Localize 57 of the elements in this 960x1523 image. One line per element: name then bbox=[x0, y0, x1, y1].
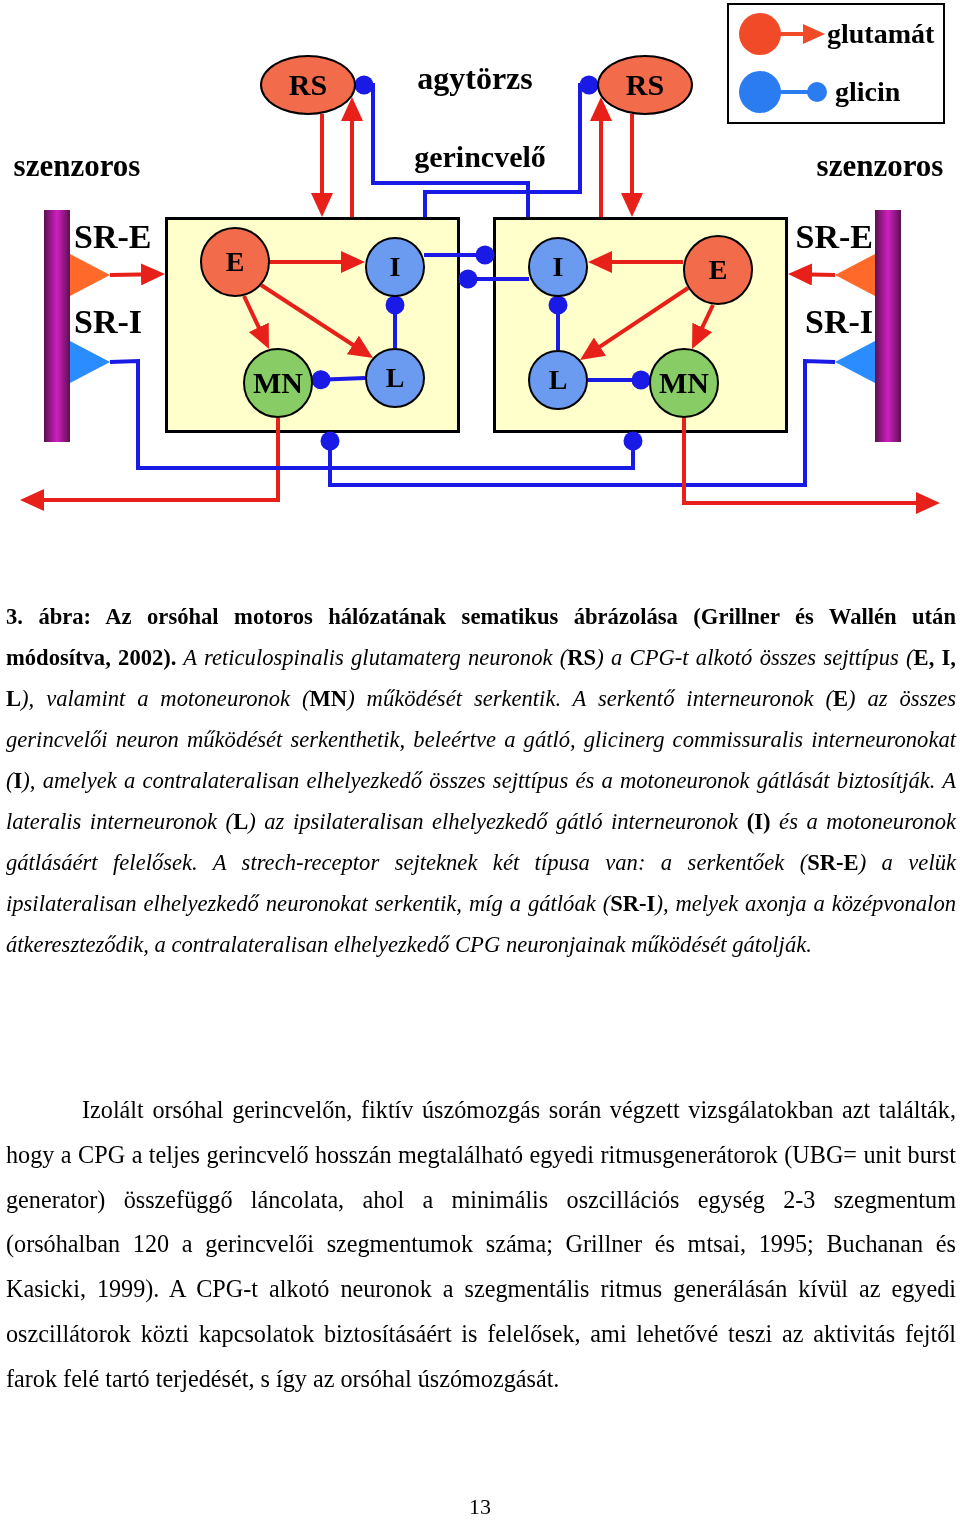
region-label: agytörzs bbox=[416, 60, 534, 97]
arrow bbox=[270, 251, 365, 273]
legend-label: glutamát bbox=[827, 18, 935, 50]
inhibitory-connection bbox=[458, 269, 529, 289]
sensor-bar bbox=[875, 210, 901, 442]
arrow bbox=[341, 97, 363, 217]
arrow bbox=[20, 418, 280, 511]
receptor-label: SR-I bbox=[74, 305, 143, 339]
arrow bbox=[590, 97, 612, 217]
neuron-label: I bbox=[552, 253, 564, 281]
neuron-label: E bbox=[708, 256, 728, 284]
neuron-label: E bbox=[225, 248, 245, 276]
arrow bbox=[621, 114, 643, 217]
inhibitory-connection bbox=[423, 75, 599, 217]
arrow bbox=[242, 295, 269, 349]
neuron-label: MN bbox=[253, 368, 303, 398]
neuron bbox=[260, 55, 356, 115]
arrow bbox=[788, 263, 836, 286]
arrow bbox=[259, 283, 373, 358]
page-number: 13 bbox=[468, 1494, 492, 1520]
neuron bbox=[597, 55, 693, 115]
region-label: gerincvelő bbox=[413, 140, 547, 174]
arrow bbox=[682, 418, 940, 514]
neuron-label: L bbox=[548, 366, 568, 394]
inhibitory-connection bbox=[354, 75, 530, 217]
inhibitory-connection bbox=[320, 358, 836, 487]
receptor-label: SR-E bbox=[74, 220, 152, 254]
arrow bbox=[109, 263, 165, 286]
arrow bbox=[692, 304, 715, 349]
legend-label: glicin bbox=[835, 76, 901, 108]
inhibitory-connection bbox=[109, 358, 643, 470]
inhibitory-connection bbox=[311, 370, 366, 390]
inhibitory-connection bbox=[588, 370, 651, 390]
arrow bbox=[588, 251, 683, 273]
neuron bbox=[365, 237, 425, 297]
neuron bbox=[365, 348, 425, 408]
figure-caption: 3. ábra: Az orsóhal motoros hálózatának sematikus ábrázolása (Grillner és Wallén után módosítva, 2002). A reticulospinalis glutamaterg neuronok (RS) a CPG-t alkotó összes sejttípus (E, I, L), valamint a motoneuronok (MN) működését serkentik. A serkentő interneuronok (E) az összes gerincvelői neuron működését serkenthetik, beleértve a gátló, glicinerg commissuralis interneuronokat (I), amelyek a contralateralisan elhelyezkedő összes sejttípus és a motoneuronok gátlását biztosítják. A lateralis interneuronok (L) az ipsilateralisan elhelyezkedő gátló interneuronok (I) és a motoneuronok gátlásáért felelősek. A strech-receptor sejteknek két típusa van: a serkentőek (SR-E) a velük ipsilateralisan elhelyezkedő neuronokat serkentik, míg a gátlóak (SR-I), melyek axonja a középvonalon átkereszteződik, a contralateralisan elhelyezkedő CPG neuronjainak működését gátolják. bbox=[6, 603, 956, 959]
neuron bbox=[528, 350, 588, 410]
region-label: szenzoros bbox=[815, 148, 945, 184]
inhibitory-connection bbox=[385, 295, 405, 348]
inhibitory-connection bbox=[424, 245, 495, 265]
sensor-bar bbox=[44, 210, 70, 442]
neuron bbox=[528, 237, 588, 297]
network-box bbox=[493, 217, 788, 433]
receptor-label: SR-I bbox=[804, 305, 873, 339]
body-paragraph: Izolált orsóhal gerincvelőn, fiktív úszómozgás során végzett vizsgálatokban azt találták, hogy a CPG a teljes gerincvelő hosszán megtalálható egyedi ritmusgenerátorok (UBG= unit burst generator) összefüggő láncolata, ahol a minimális oszcillációs egység 2-3 szegmentum (orsóhalban 120 a gerincvelői szegmentumok száma; Grillner és mtsai, 1995; Buchanan és Kasicki, 1999). A CPG-t alkotó neuronok a szegmentális ritmus generálásán kívül az egyedi oszcillátorok közti kapcsolatok biztosításáért is felelősek, ami lehetővé teszi az aktivitás fejtől farok felé tartó terjedését, s így az orsóhal úszómozgását. bbox=[6, 1095, 956, 1394]
inhibitory-connection bbox=[548, 295, 568, 350]
network-box bbox=[165, 217, 460, 433]
neuron-label: RS bbox=[288, 70, 328, 100]
arrow bbox=[580, 286, 690, 360]
neuron-label: L bbox=[385, 364, 405, 392]
region-label: szenzoros bbox=[12, 148, 142, 184]
neuron-label: RS bbox=[625, 70, 665, 100]
neuron-label: I bbox=[389, 253, 401, 281]
arrow bbox=[311, 114, 333, 217]
neuron-label: MN bbox=[659, 368, 709, 398]
receptor-label: SR-E bbox=[795, 220, 873, 254]
